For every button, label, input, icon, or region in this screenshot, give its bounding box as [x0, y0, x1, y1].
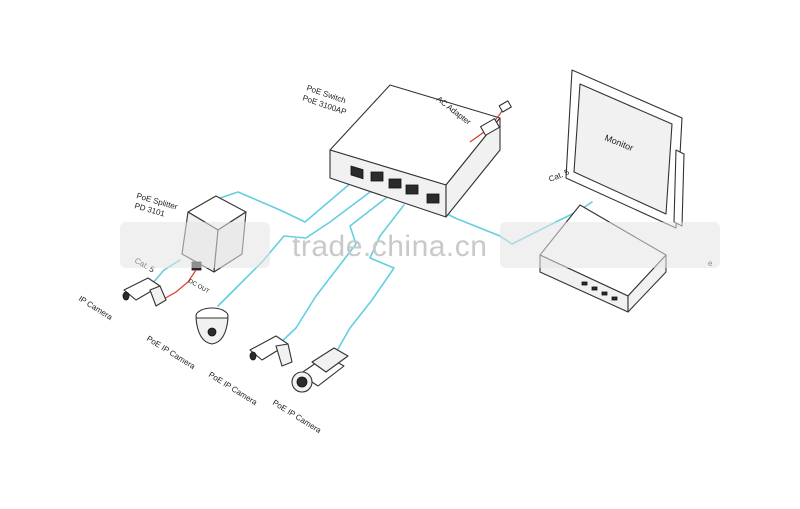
ip-camera-lens — [122, 291, 130, 301]
splitter-dc-cable — [161, 269, 197, 301]
cable-switch-to-box-camera — [333, 204, 405, 357]
monitor-stand — [673, 149, 685, 227]
switch-side-face — [445, 117, 501, 218]
cable-switch-to-bullet-camera — [277, 197, 387, 346]
ip-camera: IP Camera — [77, 277, 167, 322]
bullet-camera-bracket — [275, 343, 293, 367]
ip-camera-label: IP Camera — [77, 294, 115, 322]
box-camera-lens — [296, 376, 308, 388]
poe-ip-camera-label-1: PoE IP Camera — [145, 334, 197, 371]
switch-port-1 — [350, 165, 364, 180]
switch-port-5 — [426, 193, 440, 204]
dome-lens — [207, 327, 217, 337]
ac-adapter-body — [480, 118, 500, 136]
nvr-button-3 — [601, 291, 608, 296]
switch-port-3 — [388, 178, 402, 189]
monitor-screen — [573, 83, 673, 215]
box-camera-hood — [311, 347, 349, 373]
cat5-right-label: Cat. 5 — [547, 167, 571, 184]
bullet-camera-lens — [249, 351, 257, 361]
switch-port-4 — [405, 184, 419, 195]
ac-adapter-plug — [498, 100, 512, 113]
watermark-text: trade.china.cn — [292, 230, 487, 263]
monitor: Monitor — [565, 69, 685, 229]
watermark-layer: trade.china.cn — [120, 222, 720, 268]
nvr-side-face — [627, 254, 667, 313]
ip-camera-bracket — [149, 285, 167, 307]
poe-ip-camera-label-3: PoE IP Camera — [271, 398, 323, 435]
cable-switch-to-splitter — [219, 181, 353, 223]
poe-switch: PoE Switch PoE 3100AP — [301, 83, 501, 218]
switch-port-2 — [370, 171, 384, 182]
poe-dome-camera: PoE IP Camera — [145, 307, 229, 371]
watermark-blur-left — [120, 222, 270, 268]
poe-ip-camera-label-2: PoE IP Camera — [207, 370, 259, 407]
poe-bullet-camera: PoE IP Camera — [207, 335, 293, 407]
nvr-button-4 — [611, 296, 618, 301]
cable-switch-to-dome-camera — [217, 191, 371, 307]
nvr-button-1 — [581, 281, 588, 286]
dc-out-label: DC OUT — [187, 279, 210, 296]
watermark-blur-right — [500, 222, 720, 268]
nvr-button-2 — [591, 286, 598, 291]
